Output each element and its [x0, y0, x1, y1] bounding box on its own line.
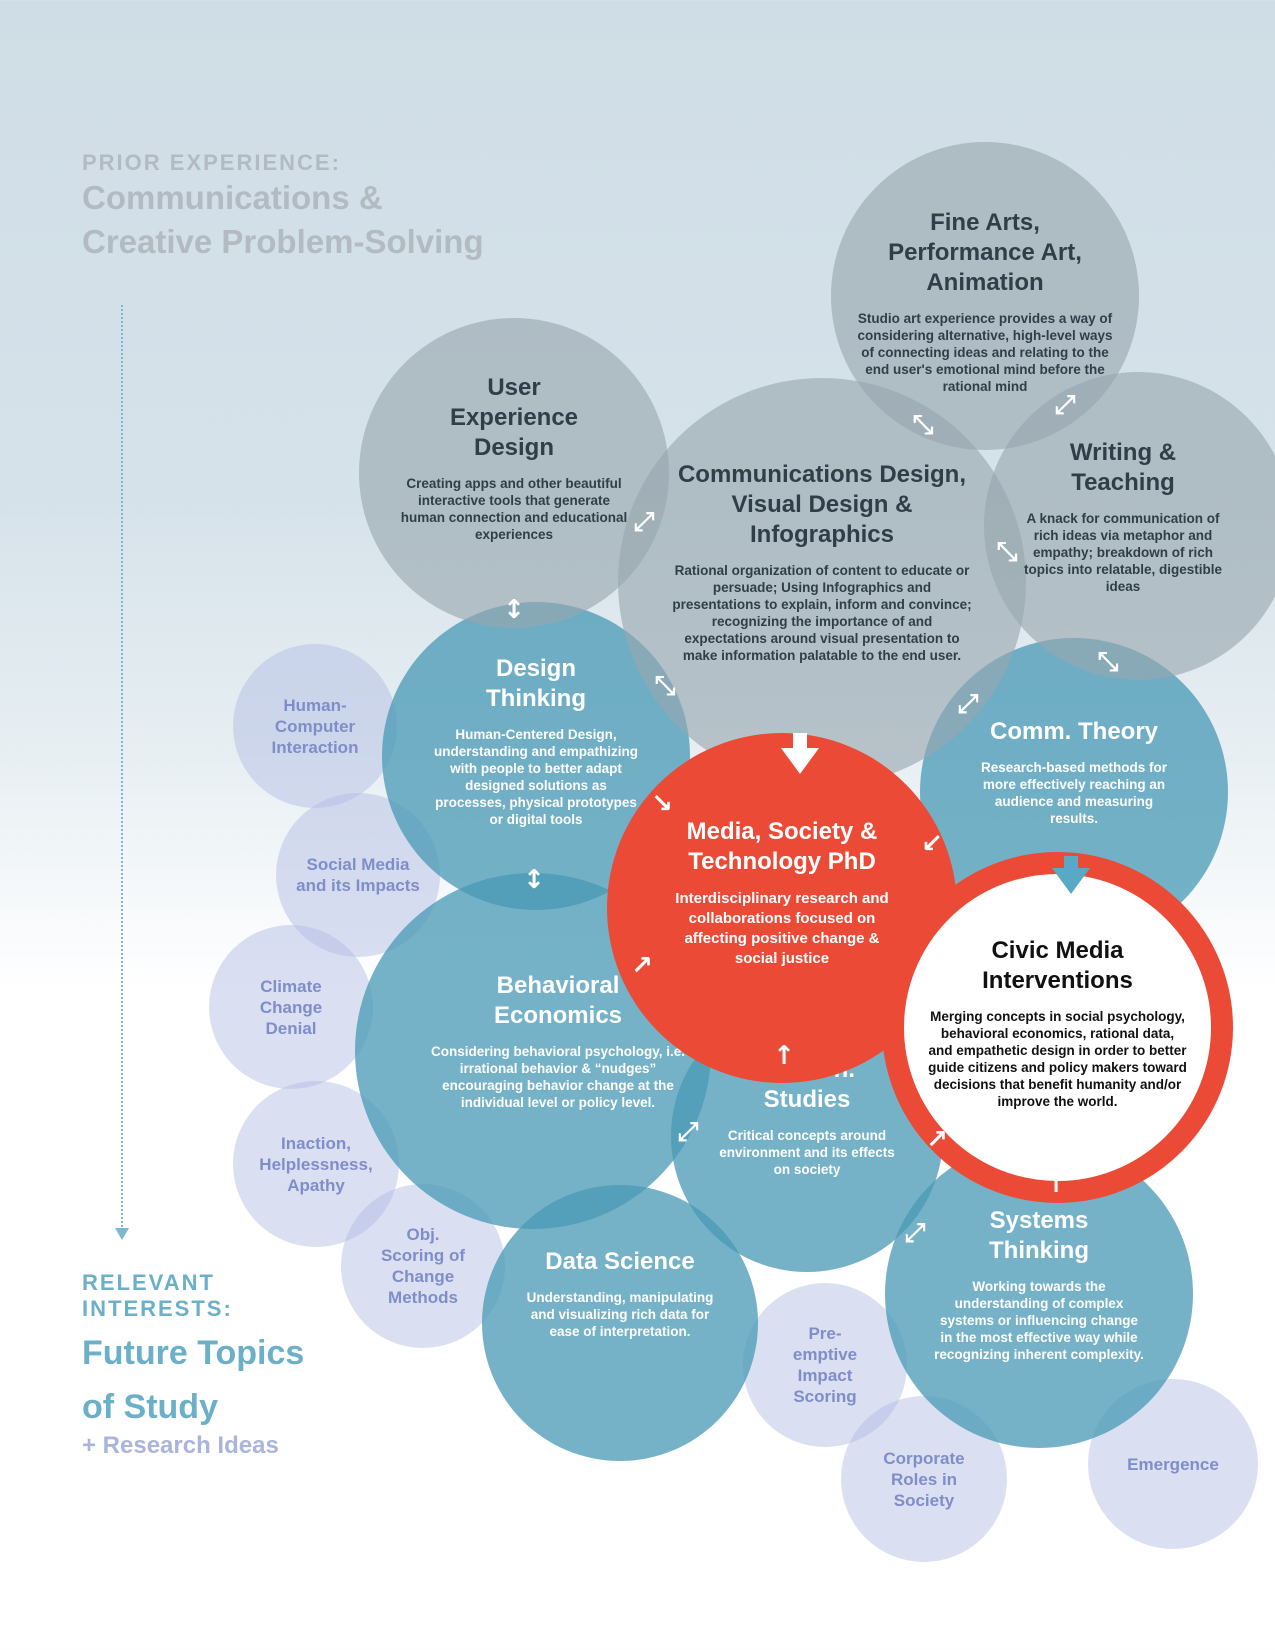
- comm-design-title: Communications Design, Visual Design & I…: [677, 461, 967, 548]
- relevant-interests-heading: RELEVANT INTERESTS: Future Topics of Stu…: [82, 1270, 304, 1460]
- systems-thinking-title: Systems Thinking: [989, 1206, 1089, 1264]
- ux-design-thinking-connector-icon: ↕: [503, 595, 525, 625]
- fine-arts-desc: Studio art experience provides a way of …: [857, 310, 1113, 394]
- fine-arts-comm-design-connector-icon: ⤡: [912, 410, 934, 440]
- arrow-into-civic-left-icon: ↘: [925, 953, 947, 983]
- comm-design-design-thinking-connector-icon: ⤡: [654, 671, 676, 701]
- ux-design-circle: User Experience Design Creating apps and…: [359, 318, 669, 628]
- timeline-arrow-down-icon: [115, 1228, 129, 1240]
- ux-design-desc: Creating apps and other beautiful intera…: [400, 476, 628, 542]
- comm-theory-title: Comm. Theory: [989, 718, 1159, 745]
- fine-arts-writing-connector-icon: ⤢: [1054, 390, 1076, 420]
- prior-experience-title-line1: Communications &: [82, 179, 383, 216]
- ux-design-title: User Experience Design: [449, 374, 579, 461]
- interest-hci: Human-Computer Interaction: [233, 644, 397, 808]
- arrow-into-civic-bottom-icon: ↑: [1045, 1169, 1067, 1199]
- data-science-title: Data Science: [545, 1247, 695, 1275]
- data-science-desc: Understanding, manipulating and visualiz…: [526, 1289, 714, 1339]
- interest-social-media-label: Social Media and its Impacts: [296, 855, 420, 895]
- behavioral-economics-title: Behavioral Economics: [493, 972, 623, 1029]
- ux-comm-design-connector-icon: ⤢: [633, 507, 655, 537]
- behavioral-environ-connector-icon: ⤢: [677, 1117, 699, 1147]
- interest-corporate-label: Corporate Roles in Society: [883, 1448, 965, 1510]
- behavioral-economics-desc: Considering behavioral psychology, i.e. …: [430, 1044, 686, 1110]
- interest-obj-scoring-label: Obj. Scoring of Change Methods: [380, 1225, 466, 1307]
- environ-studies-desc: Critical concepts around environment and…: [719, 1127, 895, 1177]
- comm-design-comm-theory-connector-icon: ⤢: [957, 689, 979, 719]
- interest-preemptive-label: Pre-emptive Impact Scoring: [792, 1324, 858, 1406]
- arrow-into-phd-top-icon: [781, 748, 819, 774]
- writing-teaching-desc: A knack for communication of rich ideas …: [1023, 510, 1223, 594]
- writing-comm-theory-connector-icon: ⤡: [1097, 647, 1119, 677]
- interest-hci-label: Human-Computer Interaction: [271, 695, 359, 757]
- comm-design-desc: Rational organization of content to educ…: [672, 563, 972, 663]
- interest-obj-scoring: Obj. Scoring of Change Methods: [341, 1184, 505, 1348]
- comm-design-writing-connector-icon: ⤡: [996, 537, 1018, 567]
- arrow-into-phd-lower-left-icon: ↗: [631, 951, 653, 981]
- research-ideas-subtitle: + Research Ideas: [82, 1432, 279, 1459]
- prior-experience-kicker: PRIOR EXPERIENCE:: [82, 150, 341, 175]
- phd-title: Media, Society & Technology PhD: [686, 818, 878, 875]
- arrow-into-phd-left-icon: ↘: [651, 789, 673, 819]
- comm-theory-desc: Research-based methods for more effectiv…: [980, 760, 1168, 826]
- phd-desc: Interdisciplinary research and collabora…: [675, 890, 889, 967]
- interest-inaction-label: Inaction, Helplessness, Apathy: [259, 1133, 373, 1195]
- arrow-into-civic-lower-left-icon: ↗: [926, 1125, 948, 1155]
- prior-experience-heading: PRIOR EXPERIENCE: Communications & Creat…: [82, 150, 484, 264]
- data-science-circle: Data Science Understanding, manipulating…: [482, 1185, 758, 1461]
- relevant-interests-kicker-line1: RELEVANT: [82, 1270, 215, 1295]
- systems-thinking-desc: Working towards the understanding of com…: [934, 1278, 1144, 1362]
- interest-climate-label: Climate Change Denial: [259, 976, 323, 1038]
- design-thinking-title: Design Thinking: [486, 655, 586, 712]
- timeline-dotted-line: [121, 305, 123, 1235]
- writing-teaching-circle: Writing & Teaching A knack for communica…: [984, 372, 1275, 680]
- interest-preemptive: Pre-emptive Impact Scoring: [743, 1283, 907, 1447]
- arrow-into-civic-top-icon: [1052, 868, 1090, 894]
- writing-teaching-title: Writing & Teaching: [1069, 438, 1177, 496]
- arrow-into-phd-right-icon: ↙: [921, 829, 943, 859]
- design-thinking-behavioral-connector-icon: ↕: [523, 865, 545, 895]
- future-topics-title-line2: of Study: [82, 1388, 218, 1426]
- environ-systems-connector-icon: ⤢: [904, 1218, 926, 1248]
- civic-media-title: Civic Media Interventions: [982, 936, 1133, 994]
- future-topics-title-line1: Future Topics: [82, 1334, 305, 1372]
- prior-experience-title-line2: Creative Problem-Solving: [82, 223, 484, 260]
- interest-emergence-label: Emergence: [1127, 1454, 1219, 1474]
- civic-media-desc: Merging concepts in social psychology, b…: [928, 1008, 1187, 1109]
- interest-climate: Climate Change Denial: [209, 925, 373, 1089]
- comm-design-circle: Communications Design, Visual Design & I…: [618, 378, 1026, 786]
- arrow-into-phd-top-stem: [793, 733, 807, 749]
- arrow-into-phd-bottom-icon: ↑: [773, 1041, 795, 1071]
- relevant-interests-kicker-line2: INTERESTS:: [82, 1296, 233, 1321]
- fine-arts-title: Fine Arts, Performance Art, Animation: [888, 208, 1082, 296]
- design-thinking-desc: Human-Centered Design, understanding and…: [433, 727, 638, 827]
- phd-circle: Media, Society & Technology PhD Interdis…: [607, 733, 957, 1083]
